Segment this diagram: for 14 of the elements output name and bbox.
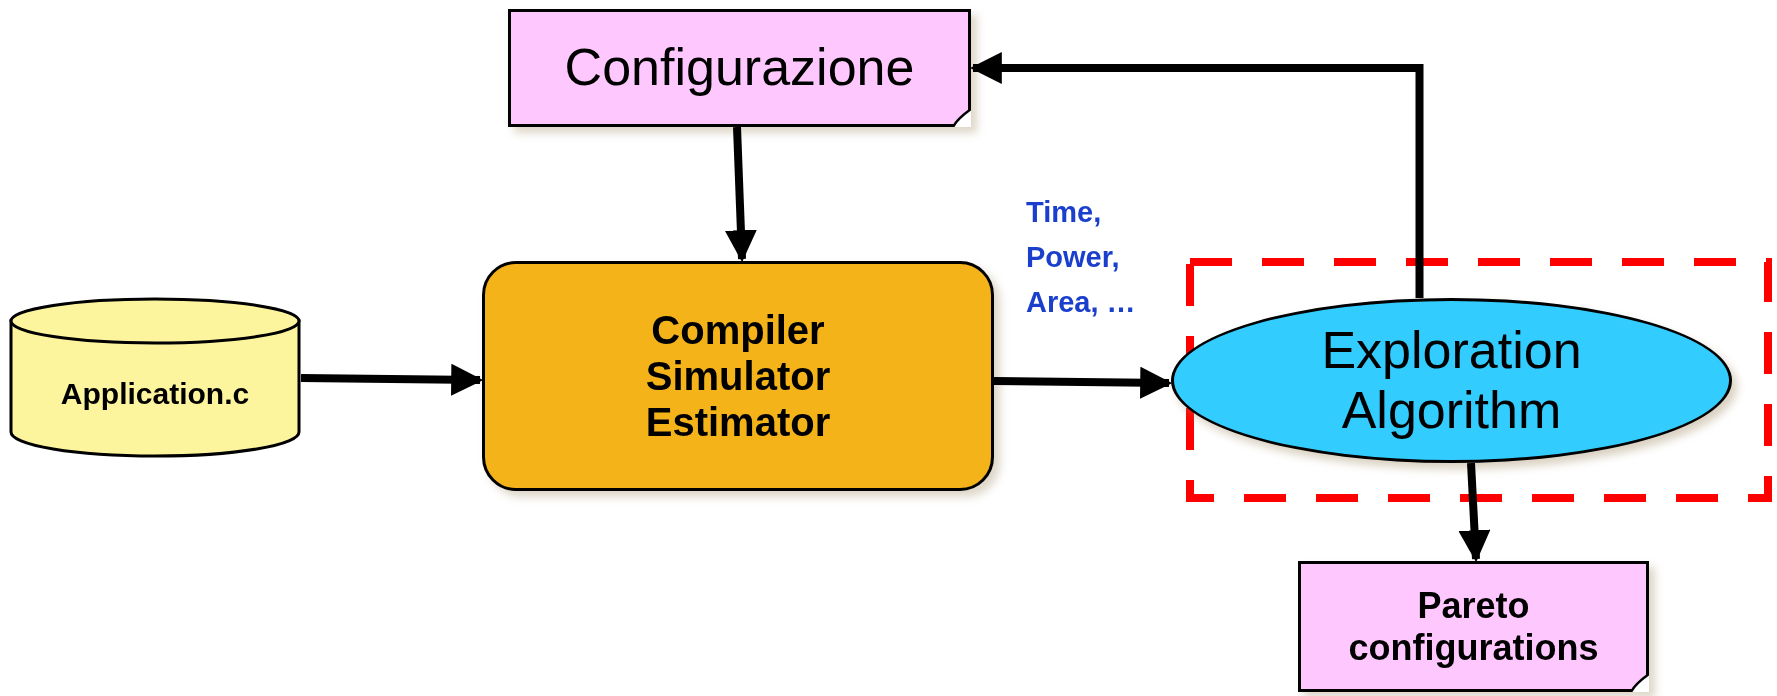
node-label: Exploration Algorithm xyxy=(1320,320,1583,441)
document-box xyxy=(1298,561,1649,692)
process-box xyxy=(482,261,994,491)
arrow xyxy=(969,52,1424,298)
document-box xyxy=(508,9,971,127)
node-label: Pareto configurations xyxy=(1347,585,1600,668)
arrow xyxy=(993,366,1173,399)
database-cylinder xyxy=(9,297,301,458)
arrow xyxy=(1458,462,1491,563)
node-label: Configurazione xyxy=(563,38,916,98)
arrow xyxy=(300,363,484,396)
arrow xyxy=(724,126,757,263)
node-label: Application.c xyxy=(59,376,251,412)
node-label: Compiler Simulator Estimator xyxy=(644,307,832,445)
